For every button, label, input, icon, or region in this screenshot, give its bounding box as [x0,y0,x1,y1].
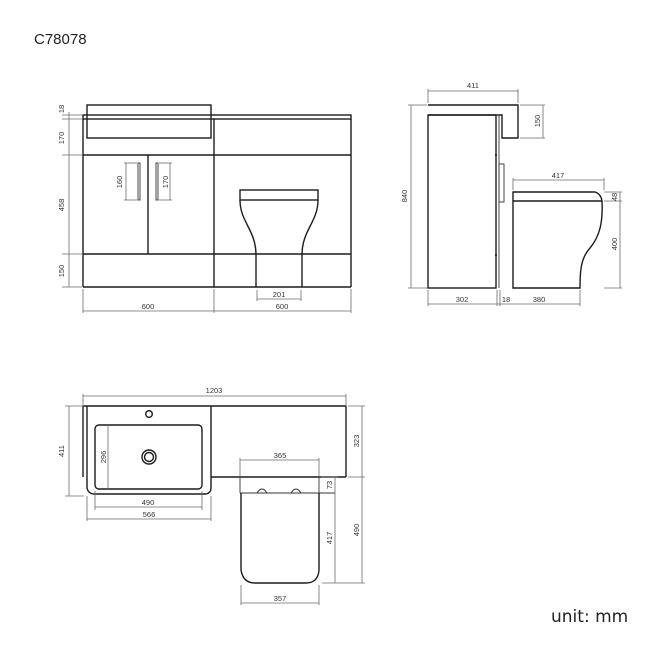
dim-pan-width-bottom: 357 [274,594,287,603]
dim-pan-height: 400 [610,238,619,251]
seat-side [512,191,603,202]
dim-basin-width: 566 [143,510,156,519]
basin-bowl [94,424,203,490]
dim-worktop: 18 [57,105,66,113]
dim-pan-foot: 201 [273,290,286,299]
basin-side [428,104,519,139]
dim-basin-height: 170 [57,132,66,145]
cabinet-side [427,114,497,289]
dim-seat-thickness: 48 [610,193,619,201]
dim-pan-projection-plan: 490 [352,524,361,537]
seat-hinges [256,488,302,494]
dim-unit-depth: 302 [456,295,469,304]
front-view: 160 170 18 170 458 150 600 600 201 [57,104,352,313]
basin-front [86,104,212,139]
dim-vanity-width: 600 [142,302,155,311]
dim-door-height: 458 [57,199,66,212]
dim-handle-right: 170 [161,176,170,189]
dim-seat-length: 417 [552,171,565,180]
dim-bowl-width: 490 [142,498,155,507]
dim-seat-offset: 73 [325,481,334,489]
basin-plan [86,406,212,495]
dim-total-height: 840 [400,190,409,203]
toilet-pan-front [239,199,319,287]
handle-side [498,163,505,203]
dim-wc-width: 600 [276,302,289,311]
waste-outer [141,449,157,465]
pan-side [512,200,603,289]
dim-basin-drop: 150 [533,115,542,128]
side-view: 411 150 840 417 48 400 302 18 380 [400,81,622,306]
toilet-seat-plan [240,493,320,584]
dim-plinth: 150 [57,265,66,278]
waste-inner [143,451,155,463]
door-handle-left [137,162,141,201]
product-code: C78078 [34,31,87,48]
dim-pan-projection: 380 [533,295,546,304]
dim-depth-top: 411 [467,81,479,90]
dim-bowl-depth: 296 [99,451,108,464]
tap-hole [144,410,153,419]
unit-label: unit: mm [551,607,629,627]
dim-total-width: 1203 [206,386,223,395]
dim-unit-depth-plan: 323 [352,435,361,448]
dim-basin-depth: 411 [57,445,66,457]
toilet-seat-front [239,189,319,201]
plan-view: 1203 411 296 490 566 323 490 [57,386,365,605]
dim-panel: 18 [502,295,510,304]
door-handle-right [155,162,159,201]
dim-handle-left: 160 [115,176,124,189]
dim-pan-width-top: 365 [274,451,287,460]
dim-seat-length-plan: 417 [325,532,334,545]
